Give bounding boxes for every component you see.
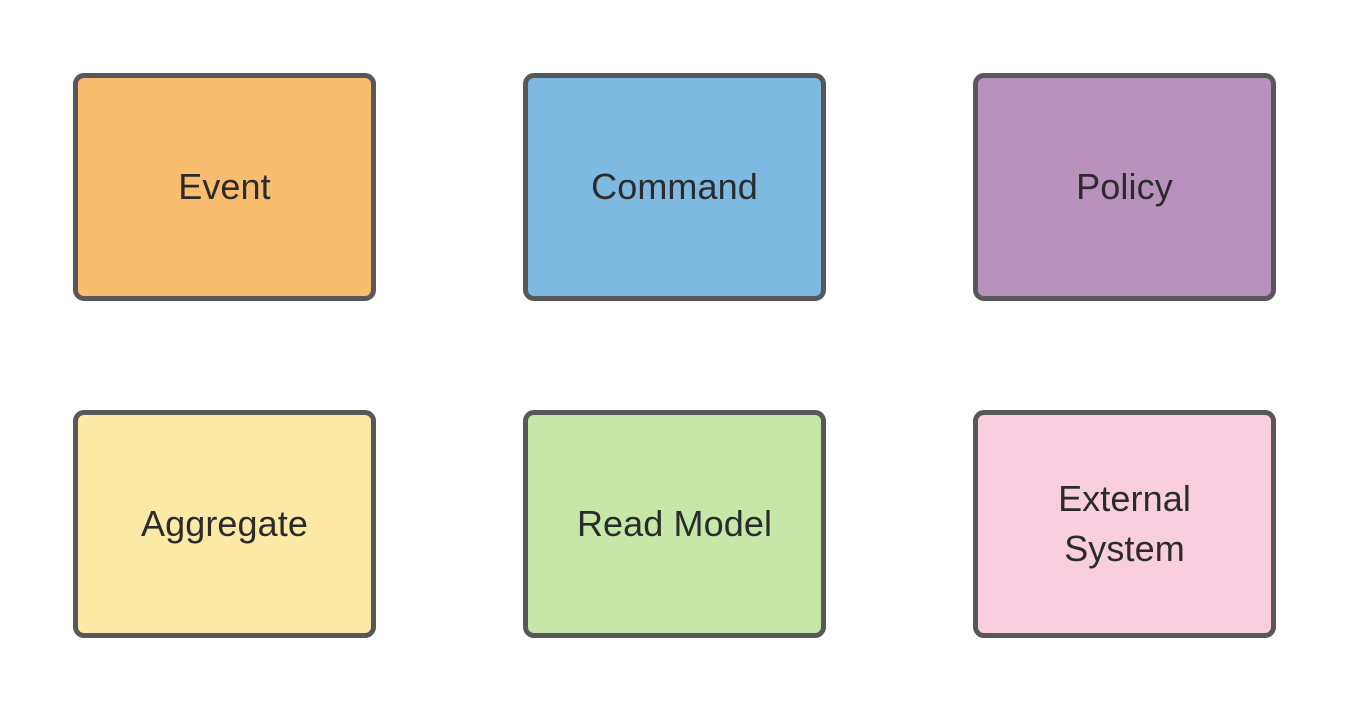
legend-card-label: Event — [178, 166, 271, 207]
legend-card-read-model[interactable]: Read Model — [523, 410, 826, 638]
legend-card-aggregate[interactable]: Aggregate — [73, 410, 376, 638]
legend-card-label: External System — [1058, 478, 1191, 569]
legend-card-event[interactable]: Event — [73, 73, 376, 301]
legend-card-external-system[interactable]: External System — [973, 410, 1276, 638]
legend-card-label: Aggregate — [140, 503, 309, 544]
legend-card-label: Command — [591, 166, 758, 207]
legend-card-command[interactable]: Command — [523, 73, 826, 301]
legend-card-label: Policy — [1076, 166, 1173, 207]
legend-card-label: Read Model — [576, 503, 773, 544]
legend-card-policy[interactable]: Policy — [973, 73, 1276, 301]
